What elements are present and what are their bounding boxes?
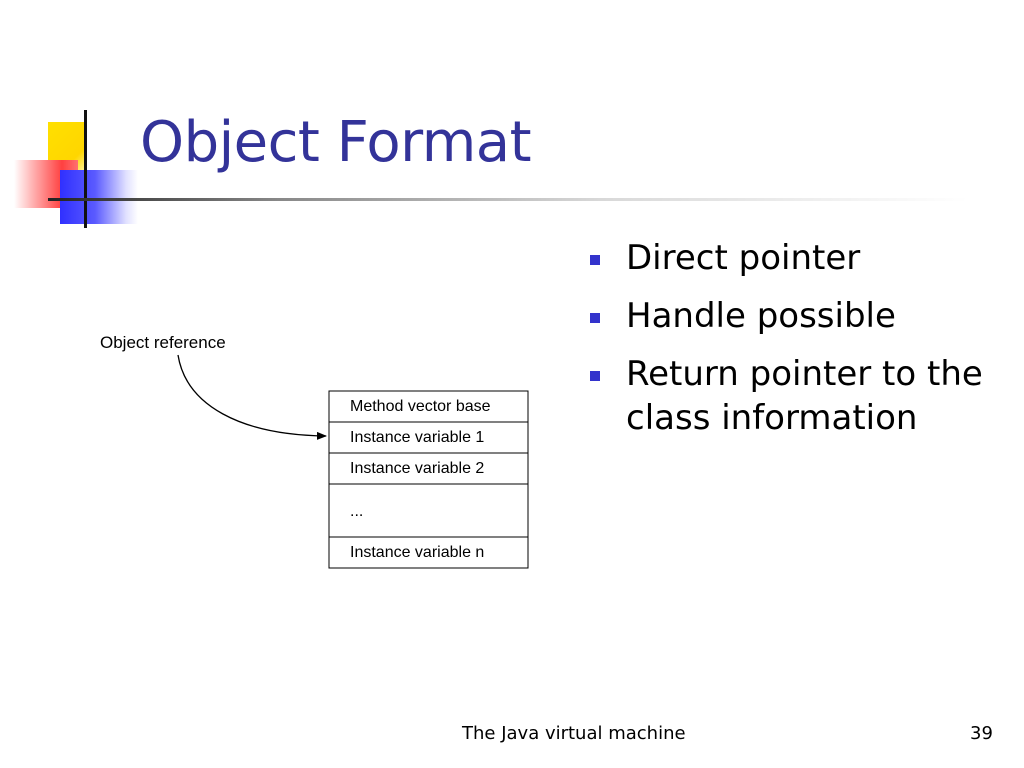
corner-logo (0, 0, 150, 240)
table-cell-text: Method vector base (350, 398, 491, 415)
title-underline (48, 198, 968, 201)
square-bullet-icon (590, 313, 600, 323)
bullet-list: Direct pointer Handle possible Return po… (590, 236, 1010, 454)
bullet-text: Direct pointer (626, 238, 861, 278)
table-row (328, 536, 529, 569)
bullet-item: Handle possible (590, 294, 1010, 338)
bullet-text: Return pointer to the class information (626, 354, 983, 438)
reference-arrow (177, 354, 327, 440)
page-number: 39 (970, 723, 993, 744)
bullet-item: Return pointer to the class information (590, 352, 1010, 440)
square-bullet-icon (590, 255, 600, 265)
logo-blue-square (60, 170, 138, 224)
object-reference-label: Object reference (100, 333, 226, 352)
logo-vertical-line (84, 110, 87, 228)
object-layout-table: Method vector base Instance variable 1 I… (328, 390, 529, 569)
bullet-text: Handle possible (626, 296, 896, 336)
table-cell-text: ... (350, 503, 363, 520)
square-bullet-icon (590, 371, 600, 381)
table-cell-text: Instance variable 1 (350, 429, 484, 446)
table-cell-text: Instance variable 2 (350, 460, 484, 477)
bullet-item: Direct pointer (590, 236, 1010, 280)
footer-text: The Java virtual machine (462, 723, 686, 744)
table-row (328, 483, 529, 538)
object-format-diagram: Object reference Method vector base Inst… (100, 333, 529, 569)
slide-title: Object Format (140, 110, 532, 175)
table-cell-text: Instance variable n (350, 544, 484, 561)
table-row (328, 421, 529, 454)
table-row (328, 452, 529, 485)
